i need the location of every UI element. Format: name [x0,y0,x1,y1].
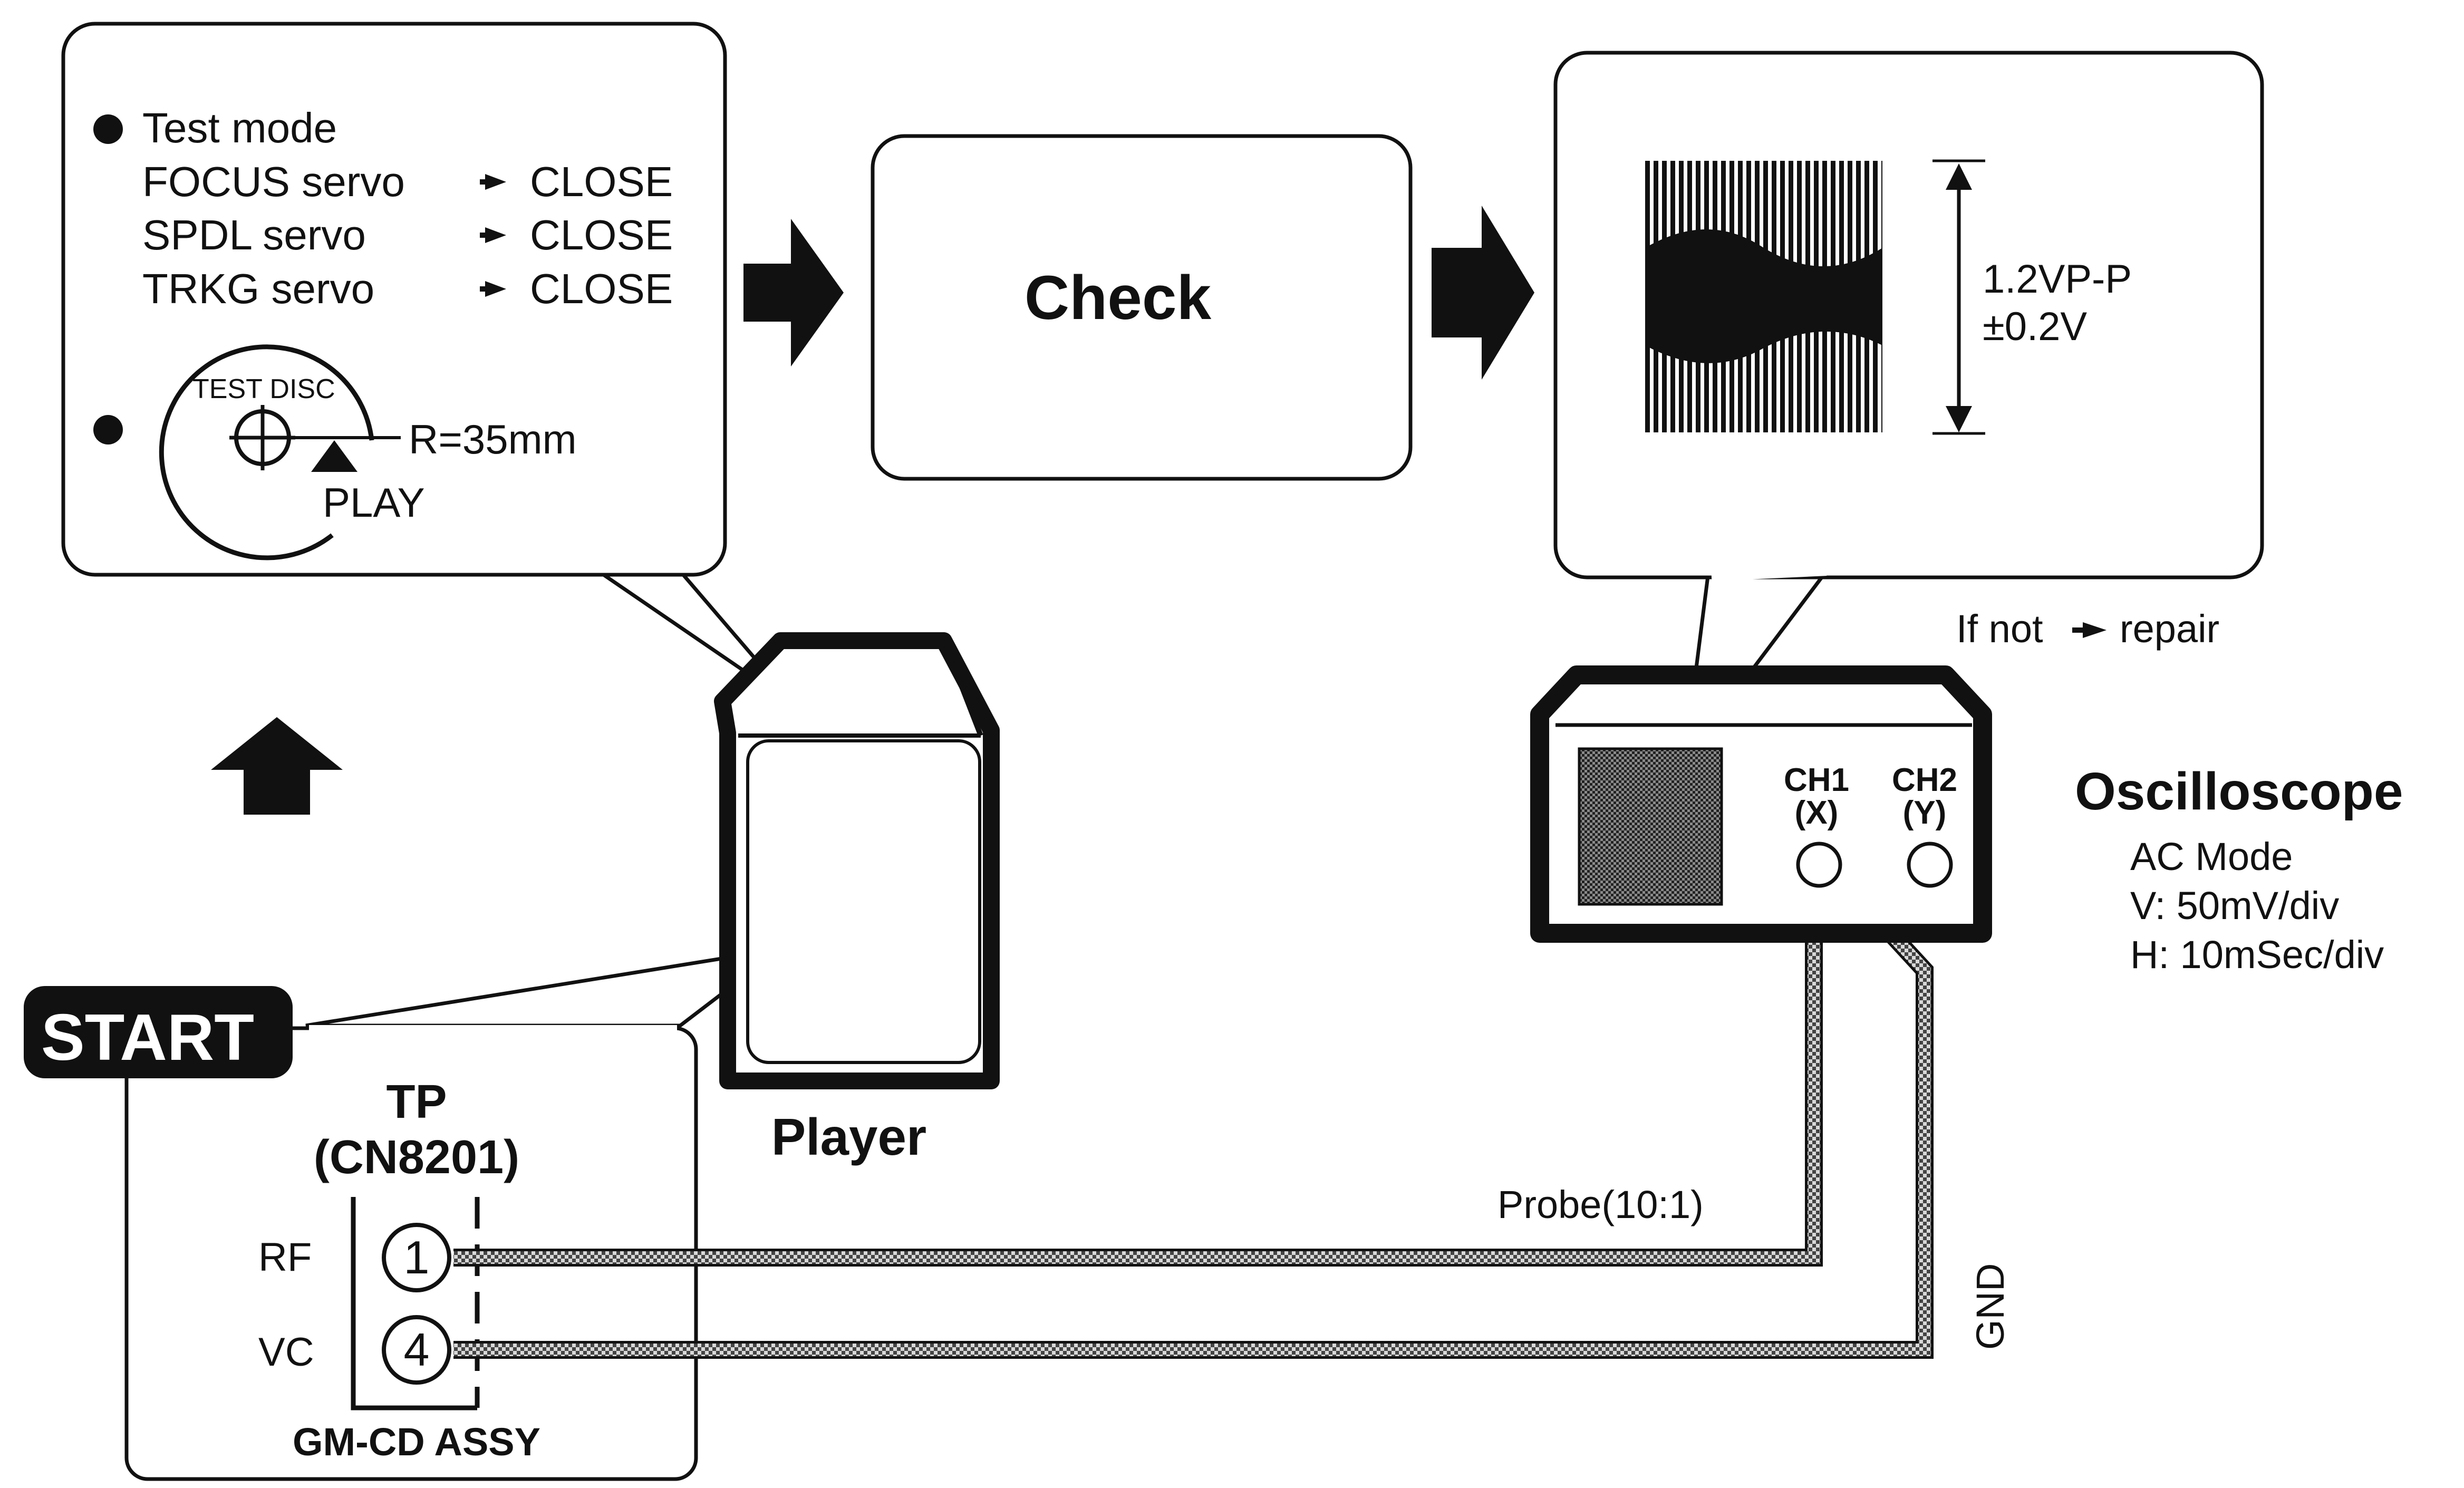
amplitude-value: 1.2VP-P [1983,257,2132,302]
check-label: Check [1025,263,1212,333]
ch2-label: CH2 [1892,762,1957,798]
servo-state-trkg: CLOSE [530,265,673,312]
tp-connector: (CN8201) [314,1131,519,1184]
ch1-jack [1796,842,1842,888]
arrow-right-icon [2072,622,2107,638]
if-not-label: If not [1956,607,2043,651]
start-callout-pointer [305,947,782,1028]
pin-circle-1 [382,1223,451,1292]
bullet-dot-disc [93,415,123,445]
probe-cable [453,870,1823,1267]
connector-outline [351,1197,477,1410]
ch2-axis-label: (Y) [1903,795,1947,831]
test-disc-label: TEST DISC [192,374,335,404]
ch1-label: CH1 [1784,762,1849,798]
repair-label: repair [2120,607,2219,651]
arrow-right-icon [480,227,506,243]
servo-name-trkg: TRKG servo [142,265,374,312]
servo-state-focus: CLOSE [530,158,673,205]
servo-name-spdl: SPDL servo [142,211,366,258]
servo-name-focus: FOCUS servo [142,158,405,205]
flow-arrow-right-icon [743,219,844,366]
probe-label: Probe(10:1) [1497,1183,1704,1226]
arrow-right-icon [480,174,506,190]
pin-circle-4 [382,1315,451,1385]
ch1-axis-label: (X) [1795,795,1839,831]
tp-title: TP [386,1076,447,1128]
play-label: PLAY [323,479,425,526]
svg-text:START: START [41,1001,254,1074]
amplitude-dimension-icon [1932,159,1985,435]
oscilloscope-setting-mode: AC Mode [2130,835,2293,878]
test-disc-icon [159,344,401,561]
player-device-icon [714,632,1000,1089]
pin-signal-vc: VC [258,1330,314,1375]
gnd-label: GND [1968,1263,2012,1350]
flow-arrow-up-icon [211,717,343,815]
player-label: Player [771,1108,926,1166]
amplitude-tolerance: ±0.2V [1983,304,2087,349]
start-badge: START [24,986,293,1078]
pin-number-4: 4 [404,1323,430,1376]
rf-waveform-envelope [1645,229,1882,363]
flow-arrow-right-icon [1432,206,1534,380]
assembly-label: GM-CD ASSY [293,1420,540,1464]
pin-number-1: 1 [404,1231,430,1283]
radius-label: R=35mm [409,416,577,462]
ch2-jack [1907,842,1953,888]
test-mode-title: Test mode [142,104,337,151]
bullet-dot-test-mode [93,114,123,144]
pin-signal-rf: RF [258,1235,312,1280]
check-box [871,134,1413,481]
oscilloscope-title: Oscilloscope [2075,762,2403,821]
oscilloscope-setting-vertical: V: 50mV/div [2130,884,2339,927]
oscilloscope-device-icon [1530,665,1992,943]
servo-state-spdl: CLOSE [530,211,673,258]
arrow-right-icon [480,281,506,297]
oscilloscope-setting-horizontal: H: 10mSec/div [2130,933,2384,977]
